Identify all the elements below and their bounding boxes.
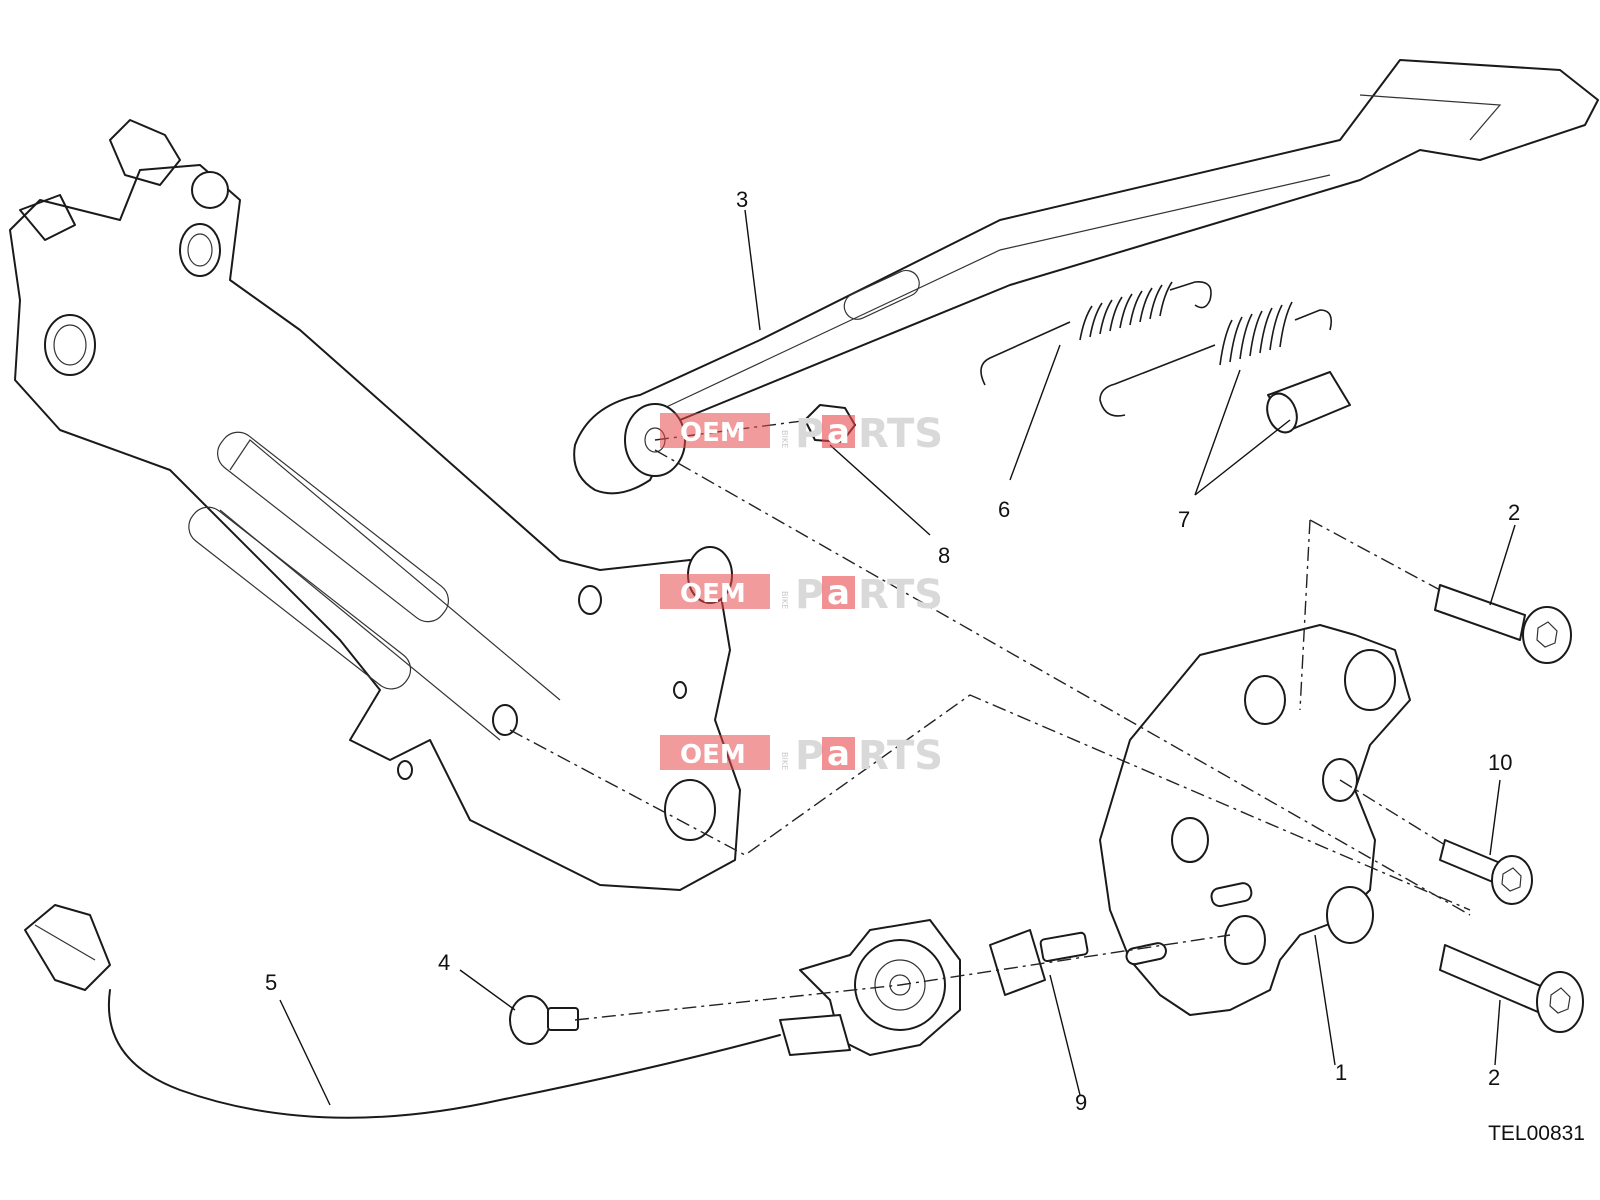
spring-part-6 <box>980 281 1212 386</box>
watermark-rts-text: RTS <box>858 572 943 618</box>
sensor-cable-part-5 <box>24 904 781 1119</box>
callout-2-upper: 2 <box>1508 500 1520 525</box>
watermark-oem-text: OEM <box>680 579 746 609</box>
callout-labels: 1 2 2 3 4 5 6 7 8 9 10 <box>265 187 1520 1115</box>
watermark-p-text: P <box>795 572 824 618</box>
bushing-part-7 <box>1266 371 1351 434</box>
watermark-oem-text: OEM <box>680 740 746 770</box>
watermark-bottom: OEM BIKE P a RTS <box>660 733 943 779</box>
watermark-top: OEM BIKE P a RTS <box>660 411 943 457</box>
watermark-rts-text: RTS <box>858 411 943 457</box>
spring-part-7 <box>1099 301 1333 417</box>
watermark-bike-text: BIKE <box>780 752 789 770</box>
callout-3: 3 <box>736 187 748 212</box>
watermark-p-text: P <box>795 411 824 457</box>
callout-leader-lines <box>279 209 1516 1106</box>
callout-6: 6 <box>998 497 1010 522</box>
callout-7: 7 <box>1178 507 1190 532</box>
callout-5: 5 <box>265 970 277 995</box>
callout-9: 9 <box>1075 1090 1087 1115</box>
watermark-a-text: a <box>827 734 850 774</box>
frame-bracket <box>9 119 741 891</box>
pivot-pin-part-9 <box>989 929 1089 996</box>
watermark-a-text: a <box>827 573 850 613</box>
drawing-code: TEL00831 <box>1488 1122 1585 1145</box>
bolt-part-2-lower <box>1439 944 1584 1033</box>
watermark-p-text: P <box>795 733 824 779</box>
mounting-plate-part-1 <box>1099 624 1411 1016</box>
callout-1: 1 <box>1335 1060 1347 1085</box>
watermark-bike-text: BIKE <box>780 430 789 448</box>
screw-part-4 <box>509 995 579 1045</box>
callout-10: 10 <box>1488 750 1512 775</box>
callout-8: 8 <box>938 543 950 568</box>
bolt-part-10 <box>1439 839 1533 905</box>
side-stand-sensor <box>779 919 961 1056</box>
watermark-oem-text: OEM <box>680 418 746 448</box>
watermark-bike-text: BIKE <box>780 591 789 609</box>
assembly-axis-lines <box>509 419 1471 1021</box>
watermark-a-text: a <box>827 412 850 452</box>
watermark-rts-text: RTS <box>858 733 943 779</box>
bolt-part-2-upper <box>1434 584 1572 664</box>
callout-2-lower: 2 <box>1488 1065 1500 1090</box>
watermark-middle: OEM BIKE P a RTS <box>660 572 943 618</box>
callout-4: 4 <box>438 950 450 975</box>
